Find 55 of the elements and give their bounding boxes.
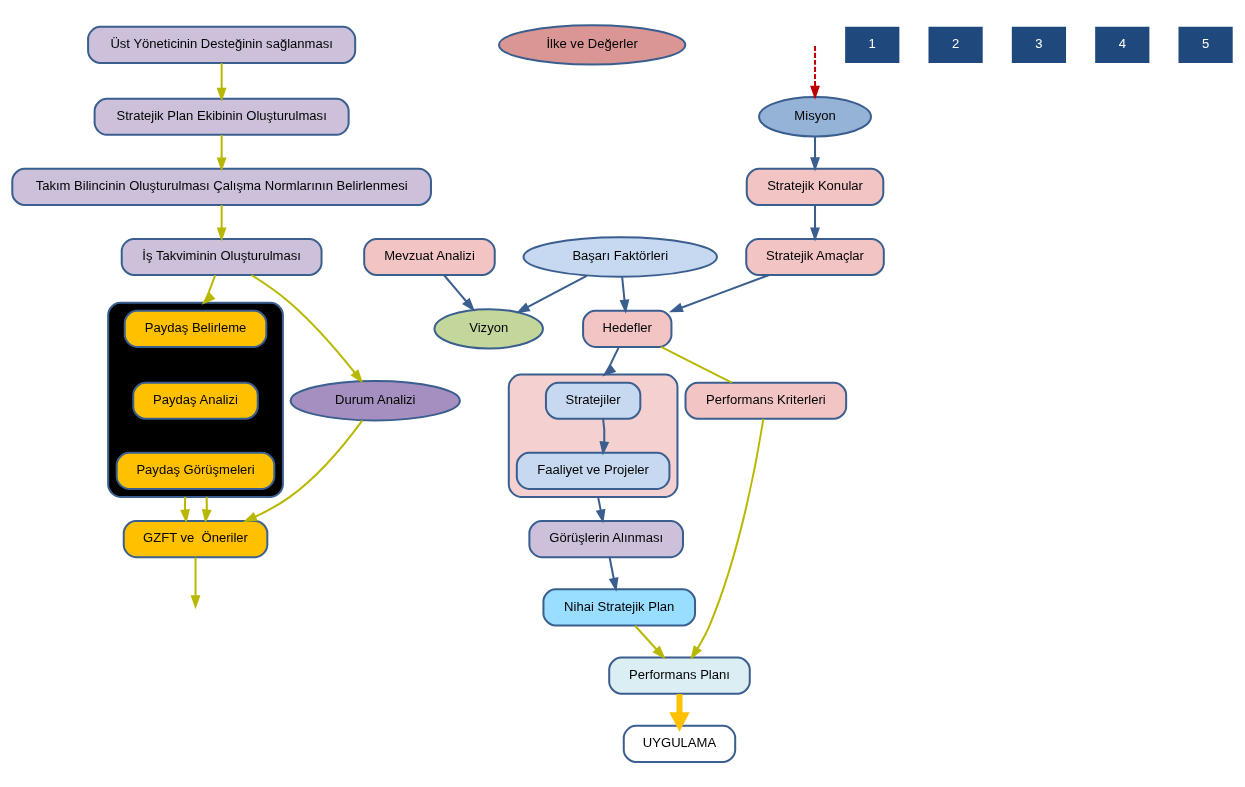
arrow — [595, 496, 606, 524]
node-box: Takım Bilincinin Oluşturulması Çalışma Normlarının Belirlenmesi — [11, 167, 432, 206]
node-box: Stratejik Konular — [745, 167, 885, 206]
arrow — [810, 205, 820, 242]
connector — [660, 346, 733, 384]
arrow — [608, 557, 619, 592]
node-box: Stratejik Amaçlar — [745, 237, 885, 277]
node-box: Performans Kriterleri — [684, 381, 848, 420]
node-box: UYGULAMA — [622, 724, 737, 763]
arrow — [690, 418, 765, 660]
arrow — [190, 557, 201, 610]
label: 4 — [1118, 36, 1126, 52]
label: 1 — [868, 36, 876, 52]
node-ellipse: Durum Analizi — [289, 380, 461, 422]
arrow — [669, 694, 690, 732]
node-box: Görüşlerin Alınması — [528, 520, 684, 559]
node-box: GZFT ve Öneriler — [122, 520, 269, 559]
node-box: İş Takviminin Oluşturulması — [120, 237, 323, 277]
node-ellipse: Vizyon — [433, 308, 544, 350]
arrow — [599, 418, 610, 456]
node-box: Paydaş Belirleme — [123, 309, 268, 348]
cluster — [107, 301, 284, 498]
arrow — [515, 274, 588, 314]
arrow — [216, 205, 227, 242]
label: 5 — [1201, 36, 1210, 52]
node-ellipse: İlke ve Değerler — [498, 24, 687, 66]
arrow — [201, 496, 212, 524]
arrow — [602, 346, 620, 377]
node-box: Performans Planı — [608, 656, 751, 695]
node-box: Paydaş Analizi — [132, 381, 259, 420]
node-ellipse: Misyon — [758, 96, 872, 138]
node-ellipse: Başarı Faktörleri — [522, 236, 718, 278]
arrow — [810, 45, 820, 100]
node-box: Paydaş Görüşmeleri — [115, 451, 276, 490]
node-box: Stratejiler — [544, 381, 642, 420]
arrow — [443, 274, 475, 312]
node-box: Nihai Stratejik Plan — [542, 588, 697, 627]
node-box: Faaliyet ve Projeler — [515, 451, 671, 490]
arrow — [619, 276, 630, 314]
node-box: Mevzuat Analizi — [363, 237, 496, 277]
arrow — [201, 274, 217, 305]
arrow — [668, 274, 770, 313]
node-box: Hedefler — [582, 309, 673, 348]
cluster — [507, 373, 679, 498]
label: 2 — [951, 36, 960, 52]
arrow — [250, 274, 364, 384]
label: 3 — [1035, 36, 1043, 52]
arrow — [810, 136, 820, 172]
arrow — [634, 625, 666, 660]
arrow — [242, 419, 364, 523]
node-box: Üst Yöneticinin Desteğinin sağlanması — [87, 25, 357, 64]
arrow — [180, 496, 190, 524]
arrow — [216, 134, 227, 172]
node-box: Stratejik Plan Ekibinin Oluşturulması — [93, 97, 350, 136]
arrow — [216, 63, 227, 102]
